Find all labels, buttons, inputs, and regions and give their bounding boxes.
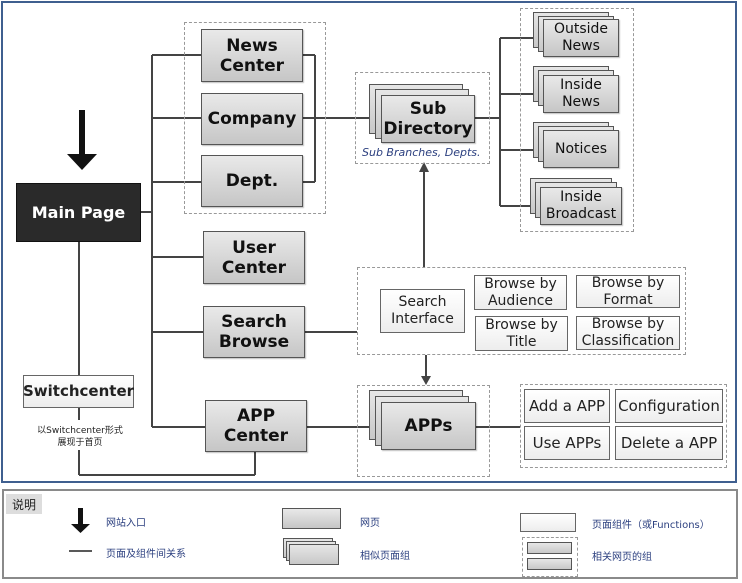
- notices-label: Notices: [554, 140, 608, 157]
- legend-title: 说明: [6, 494, 42, 514]
- browse-by-audience-component[interactable]: Browse by Audience: [474, 275, 567, 310]
- main-page[interactable]: Main Page: [16, 183, 141, 242]
- search-browse-page[interactable]: Search Browse: [203, 306, 305, 358]
- search-functions-group: [357, 267, 686, 355]
- legend-page-text: 网页: [360, 518, 380, 529]
- browse-by-title-label: Browse by Title: [485, 316, 558, 350]
- legend-component-icon: [520, 513, 576, 532]
- sub-directory-group: [355, 72, 490, 164]
- legend-panel: [2, 489, 738, 579]
- legend-related-group-icon: [522, 537, 578, 577]
- news-center-page[interactable]: News Center: [201, 29, 303, 82]
- legend-related-item-2: [527, 558, 572, 570]
- add-app-label: Add a APP: [528, 396, 606, 415]
- apps-page[interactable]: APPs: [381, 402, 476, 450]
- delete-app-component[interactable]: Delete a APP: [615, 426, 723, 460]
- legend-similar-group-text: 相似页面组: [360, 551, 410, 562]
- news-group: [184, 22, 326, 214]
- outside-news-page[interactable]: Outside News: [543, 19, 619, 57]
- outside-news-label: Outside News: [553, 21, 609, 54]
- news-types-group: [520, 8, 634, 232]
- browse-by-title-component[interactable]: Browse by Title: [475, 316, 568, 351]
- delete-app-label: Delete a APP: [620, 433, 718, 452]
- apps-group: [357, 385, 490, 477]
- company-page[interactable]: Company: [201, 93, 303, 145]
- search-browse-label: Search Browse: [218, 312, 290, 352]
- sub-directory-caption: Sub Branches, Depts.: [362, 146, 481, 159]
- arrowhead-up: [419, 162, 429, 172]
- sub-directory-page[interactable]: Sub Directory: [381, 95, 475, 143]
- use-apps-label: Use APPs: [532, 433, 602, 452]
- add-app-component[interactable]: Add a APP: [524, 389, 610, 423]
- switchcenter-note-line2: 展现于首页: [57, 438, 103, 448]
- arrowhead-down: [421, 376, 431, 385]
- dept-label: Dept.: [225, 171, 279, 191]
- switchcenter-component[interactable]: Switchcenter: [23, 375, 134, 408]
- browse-by-audience-label: Browse by Audience: [484, 275, 557, 309]
- entry-arrow-head: [67, 154, 97, 170]
- use-apps-component[interactable]: Use APPs: [524, 426, 610, 460]
- configuration-label: Configuration: [618, 396, 720, 415]
- user-center-label: User Center: [221, 237, 287, 278]
- switchcenter-note: 以Switchcenter形式 展现于首页: [20, 425, 140, 449]
- apps-label: APPs: [404, 416, 453, 436]
- legend-component-text: 页面组件（或Functions）: [592, 520, 710, 531]
- legend-similar-group-icon: [289, 544, 339, 565]
- inside-news-page[interactable]: Inside News: [543, 75, 619, 113]
- inside-news-label: Inside News: [560, 77, 602, 110]
- inside-broadcast-label: Inside Broadcast: [545, 189, 617, 222]
- company-label: Company: [207, 109, 297, 129]
- news-center-label: News Center: [219, 35, 285, 76]
- app-center-page[interactable]: APP Center: [205, 400, 307, 452]
- main-page-label: Main Page: [31, 203, 126, 222]
- user-center-page[interactable]: User Center: [203, 231, 305, 284]
- legend-entry-text: 网站入口: [106, 518, 146, 529]
- configuration-component[interactable]: Configuration: [615, 389, 723, 423]
- entry-arrow-shaft: [79, 110, 85, 156]
- dept-page[interactable]: Dept.: [201, 155, 303, 207]
- legend-related-item-1: [527, 542, 572, 554]
- switchcenter-note-line1: 以Switchcenter形式: [37, 426, 123, 436]
- app-functions-group: [520, 384, 727, 468]
- notices-page[interactable]: Notices: [543, 130, 619, 168]
- search-interface-component[interactable]: Search Interface: [380, 289, 465, 333]
- sub-directory-label: Sub Directory: [383, 99, 473, 139]
- legend-page-icon: [282, 508, 341, 529]
- inside-broadcast-page[interactable]: Inside Broadcast: [540, 187, 622, 225]
- browse-by-format-label: Browse by Format: [591, 274, 665, 308]
- browse-by-classification-label: Browse by Classification: [581, 316, 675, 349]
- legend-related-group-text: 相关网页的组: [592, 552, 652, 563]
- legend-relation-text: 页面及组件间关系: [106, 549, 186, 560]
- browse-by-format-component[interactable]: Browse by Format: [576, 275, 680, 308]
- search-interface-label: Search Interface: [391, 294, 454, 327]
- browse-by-classification-component[interactable]: Browse by Classification: [576, 316, 680, 350]
- switchcenter-label: Switchcenter: [22, 382, 135, 400]
- legend-arrow-icon: [78, 508, 83, 527]
- app-center-label: APP Center: [223, 406, 289, 446]
